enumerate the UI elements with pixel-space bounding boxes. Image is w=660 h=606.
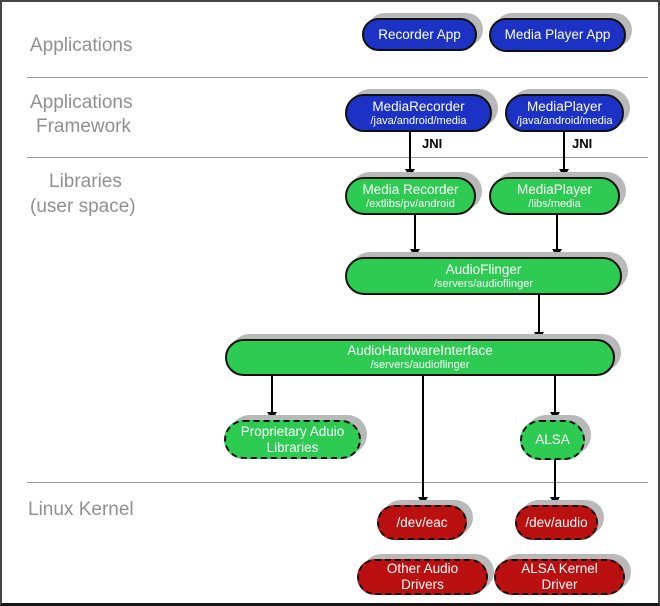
section-label-libraries-line2: (user space) — [30, 196, 136, 217]
node-title: Recorder App — [378, 26, 461, 42]
section-label-framework-line1: Applications — [30, 92, 133, 113]
arrow-shaft — [554, 460, 556, 500]
node-title: Media Recorder — [362, 181, 459, 197]
node-title: MediaPlayer — [516, 181, 593, 197]
edge-label-jni-left: JNI — [422, 136, 443, 151]
arrow-playerlib-to-audioflinger — [552, 215, 562, 257]
node-mediaplayer-lib: MediaPlayer /libs/media — [489, 177, 620, 215]
arrow-shaft — [414, 215, 416, 252]
node-other-audio-drivers: Other Audio Drivers — [357, 559, 488, 595]
arrowhead-icon — [550, 412, 560, 420]
node-title: MediaRecorder — [372, 98, 465, 114]
arrow-ahi-to-alsa — [550, 376, 560, 420]
node-title: ALSA — [535, 432, 570, 447]
arrow-shaft — [554, 376, 556, 415]
node-media-recorder-lib: Media Recorder /extlibs/pv/android — [345, 177, 476, 215]
arrow-shaft — [556, 215, 558, 252]
node-dev-eac: /dev/eac — [377, 505, 467, 540]
node-media-player-app: Media Player App — [489, 18, 626, 52]
arrow-shaft — [271, 376, 273, 415]
arrow-jni-left — [405, 132, 415, 177]
node-dev-audio: /dev/audio — [515, 505, 598, 540]
node-subtitle: /libs/media — [528, 197, 581, 210]
arrow-shaft — [538, 295, 540, 335]
divider-libraries-kernel — [27, 482, 648, 483]
arrowhead-icon — [267, 412, 277, 420]
arrow-ahi-to-dev-eac — [418, 376, 428, 505]
edge-label-jni-right: JNI — [572, 136, 593, 151]
node-subtitle: /java/android/media — [516, 114, 613, 127]
node-title: Proprietary Aduio Libraries — [240, 423, 345, 455]
arrowhead-icon — [405, 169, 415, 177]
node-subtitle: /servers/audioflinger — [370, 359, 470, 371]
section-label-libraries-line1: Libraries — [49, 171, 122, 192]
arrow-shaft — [422, 376, 424, 500]
arrow-recorderlib-to-audioflinger — [410, 215, 420, 257]
arrowhead-icon — [552, 249, 562, 257]
node-title: MediaPlayer — [526, 98, 603, 114]
arrowhead-icon — [550, 497, 560, 505]
node-title: /dev/eac — [396, 514, 448, 530]
node-subtitle: /servers/audioflinger — [433, 277, 534, 290]
section-label-applications: Applications — [30, 35, 133, 56]
arrow-audioflinger-to-ahi — [534, 295, 544, 340]
node-title: ALSA Kernel Driver — [521, 561, 598, 592]
arrowhead-icon — [534, 332, 544, 340]
node-title: AudioHardwareInterface — [347, 343, 493, 358]
arrowhead-icon — [559, 169, 569, 177]
divider-framework-libraries — [27, 157, 648, 158]
divider-applications-framework — [27, 77, 648, 78]
node-title: Media Player App — [504, 27, 611, 42]
arrow-shaft — [563, 132, 565, 172]
arrow-jni-right — [559, 132, 569, 177]
section-label-linux-kernel: Linux Kernel — [28, 499, 134, 520]
node-audioflinger: AudioFlinger /servers/audioflinger — [345, 257, 622, 295]
arrow-alsa-to-dev-audio — [550, 460, 560, 505]
node-subtitle: /extlibs/pv/android — [366, 197, 455, 210]
node-title: Other Audio Drivers — [386, 561, 459, 592]
node-title: /dev/audio — [525, 514, 588, 530]
node-recorder-app: Recorder App — [362, 18, 477, 51]
arrowhead-icon — [418, 497, 428, 505]
node-subtitle: /java/android/media — [370, 114, 467, 127]
arrow-shaft — [409, 132, 411, 172]
node-title: AudioFlinger — [445, 261, 522, 277]
node-alsa-kernel-driver: ALSA Kernel Driver — [494, 559, 625, 595]
node-proprietary-audio-libraries: Proprietary Aduio Libraries — [224, 420, 361, 459]
node-mediaplayer-framework: MediaPlayer /java/android/media — [505, 94, 624, 132]
node-alsa: ALSA — [520, 420, 585, 460]
node-mediarecorder-framework: MediaRecorder /java/android/media — [345, 94, 492, 132]
arrowhead-icon — [410, 249, 420, 257]
arrow-ahi-to-proprietary — [267, 376, 277, 420]
node-audiohardwareinterface: AudioHardwareInterface /servers/audiofli… — [225, 339, 615, 376]
section-label-framework-line2: Framework — [36, 116, 132, 137]
